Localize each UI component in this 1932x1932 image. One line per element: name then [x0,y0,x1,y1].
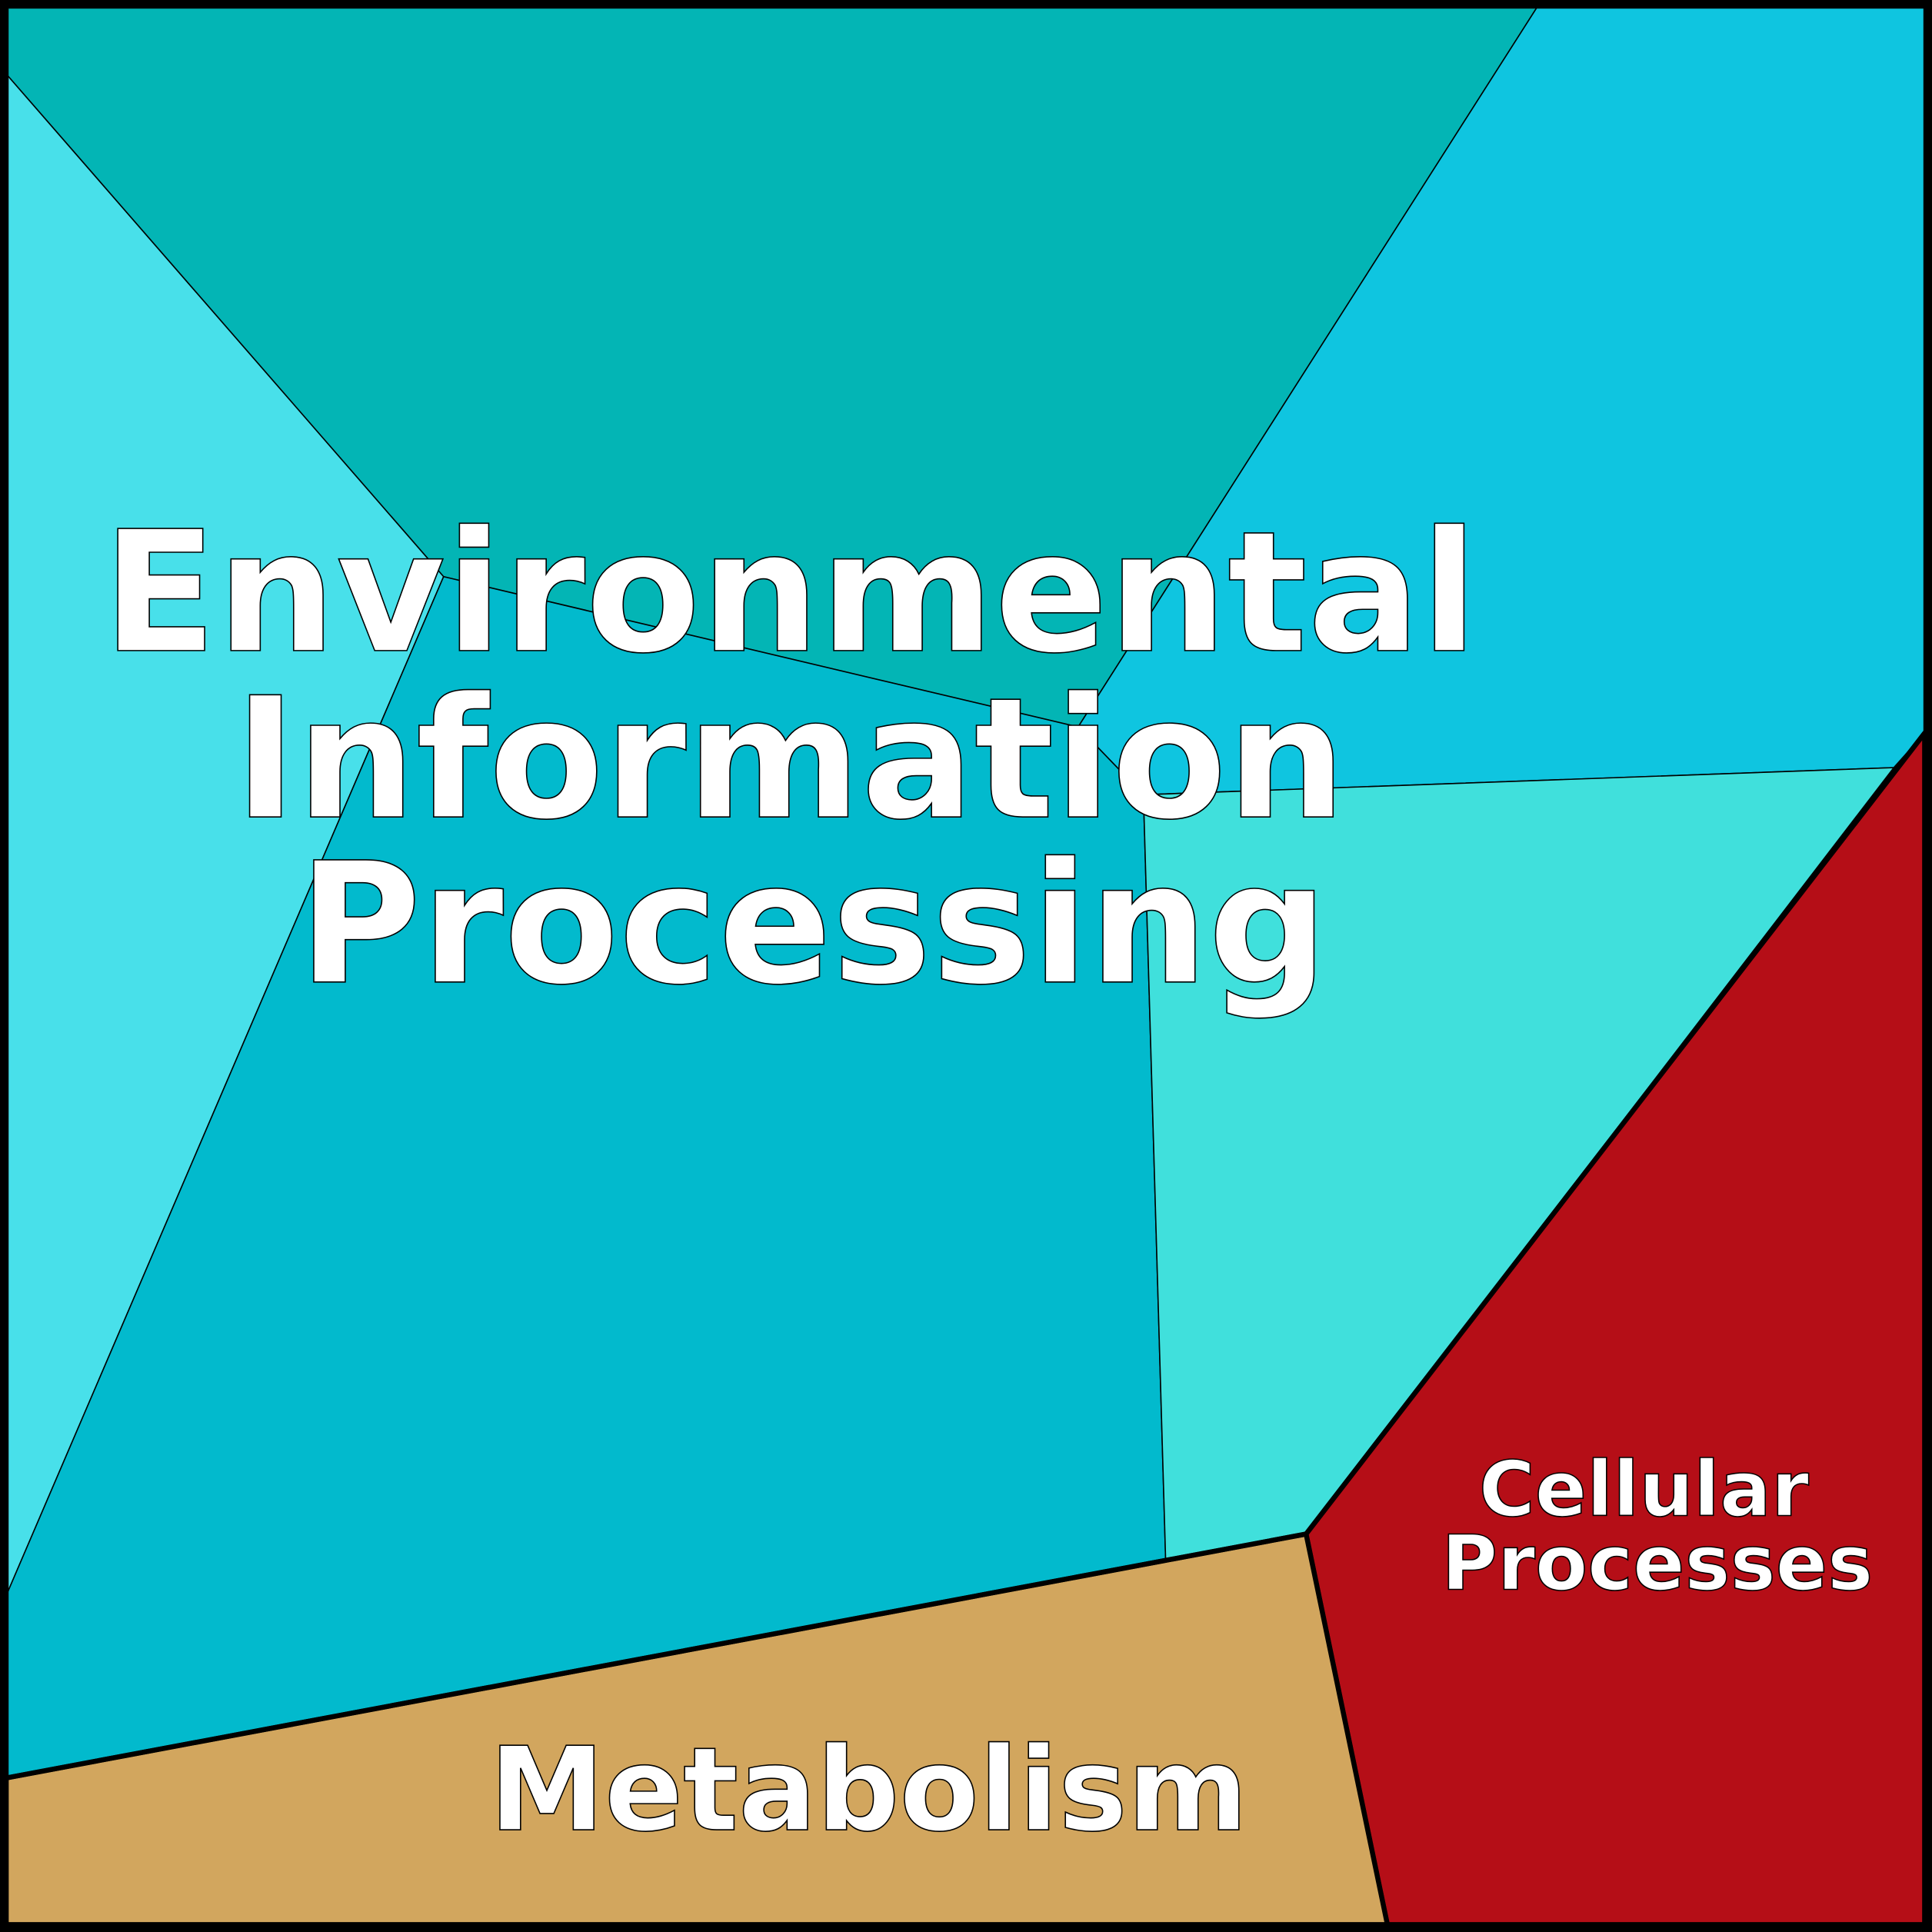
label-line: Processes [1441,1520,1873,1608]
label-line: Environmental [102,496,1478,691]
label-line: Information [235,662,1347,857]
group-border-env [5,731,1927,1780]
label-line: Cellular [1479,1446,1809,1534]
label-cellular-processes: Cellular Processes [1441,1446,1873,1608]
label-environmental-information-processing: Environmental Information Processing [102,496,1536,1022]
label-line: Processing [298,828,1328,1022]
label-metabolism: Metabolism [489,1722,1248,1857]
